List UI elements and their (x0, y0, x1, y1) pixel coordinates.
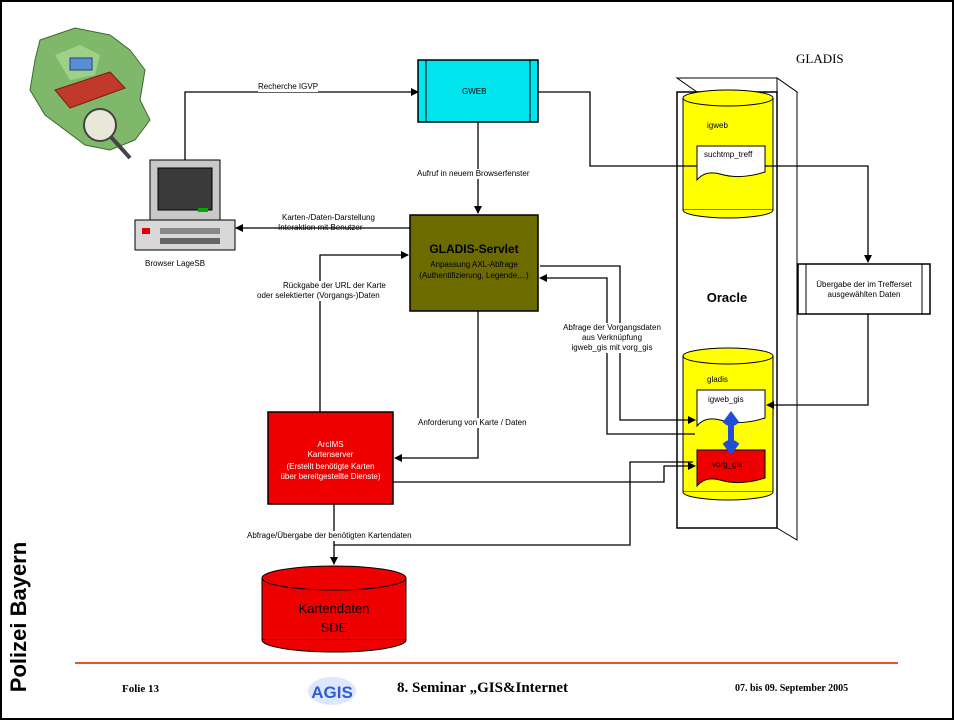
edge-anforderung: Anforderung von Karte / Daten (418, 418, 527, 428)
gladis-db-label: gladis (707, 375, 728, 384)
igweb-label: igweb (707, 121, 728, 130)
footer-date: 07. bis 09. September 2005 (735, 683, 849, 694)
suchtmp-label: suchtmp_treff (704, 150, 753, 159)
arcims-line2: Kartenserver (307, 450, 354, 459)
client-label: Browser LageSB (145, 259, 206, 268)
uebergabe-line1: Übergabe der im Trefferset (816, 280, 912, 289)
igweb-database (682, 89, 774, 219)
kartendaten-line1: Kartendaten (298, 601, 370, 616)
gladis-database (682, 347, 774, 501)
gladis-system-title: GLADIS (796, 51, 844, 66)
uebergabe-line2: ausgewählten Daten (827, 290, 901, 299)
servlet-line1: Anpassung AXL-Abfrage (430, 260, 518, 269)
arcims-line3: (Erstellt benötigte Karten (286, 462, 375, 471)
computer-icon (134, 159, 236, 251)
edge-abfrage-line3: igweb_gis mit vorg_gis (560, 343, 664, 353)
edge-aufruf: Aufruf in neuem Browserfenster (417, 169, 530, 179)
servlet-title: GLADIS-Servlet (429, 242, 519, 256)
arcims-line1: ArcIMS (317, 440, 344, 449)
edge-rueckgabe-line2: oder selektierter (Vorgangs-)Daten (257, 291, 380, 301)
bavaria-map-icon (29, 27, 151, 160)
servlet-line2: (Authentifizierung, Legende,...) (419, 271, 529, 280)
arcims-line4: über bereitgestellte Dienste) (280, 472, 381, 481)
vorg-gis-label: vorg_gis (712, 460, 743, 469)
edge-abfrage-line1: Abfrage der Vorgangsdaten (560, 323, 664, 333)
footer-folie: Folie 13 (122, 683, 159, 695)
arcims-box (267, 411, 394, 505)
igweb-gis-label: igweb_gis (708, 395, 744, 404)
gweb-box (417, 59, 539, 123)
svg-text:AGIS: AGIS (311, 683, 353, 702)
kartendaten-database (261, 565, 407, 653)
edge-rueckgabe-line1: Rückgabe der URL der Karte (283, 281, 386, 291)
edge-darstellung-line1: Karten-/Daten-Darstellung (282, 213, 375, 222)
edge-kartendaten-abfrage: Abfrage/Übergabe der benötigten Kartenda… (247, 531, 412, 541)
gladis-servlet-box (409, 214, 539, 312)
side-label: Polizei Bayern (6, 541, 31, 693)
kartendaten-line2: SDE (320, 620, 348, 635)
edge-darstellung-line2: Interaktion mit Benutzer (278, 223, 363, 232)
agis-logo: AGIS (308, 677, 356, 705)
edge-abfrage-line2: aus Verknüpfung (560, 333, 664, 343)
edge-recherche: Recherche IGVP (258, 82, 319, 92)
uebergabe-box (797, 263, 931, 315)
connectors (184, 88, 872, 565)
gweb-label: GWEB (462, 87, 487, 96)
oracle-label: Oracle (706, 290, 748, 305)
footer-seminar: 8. Seminar „GIS&Internet (397, 680, 568, 696)
